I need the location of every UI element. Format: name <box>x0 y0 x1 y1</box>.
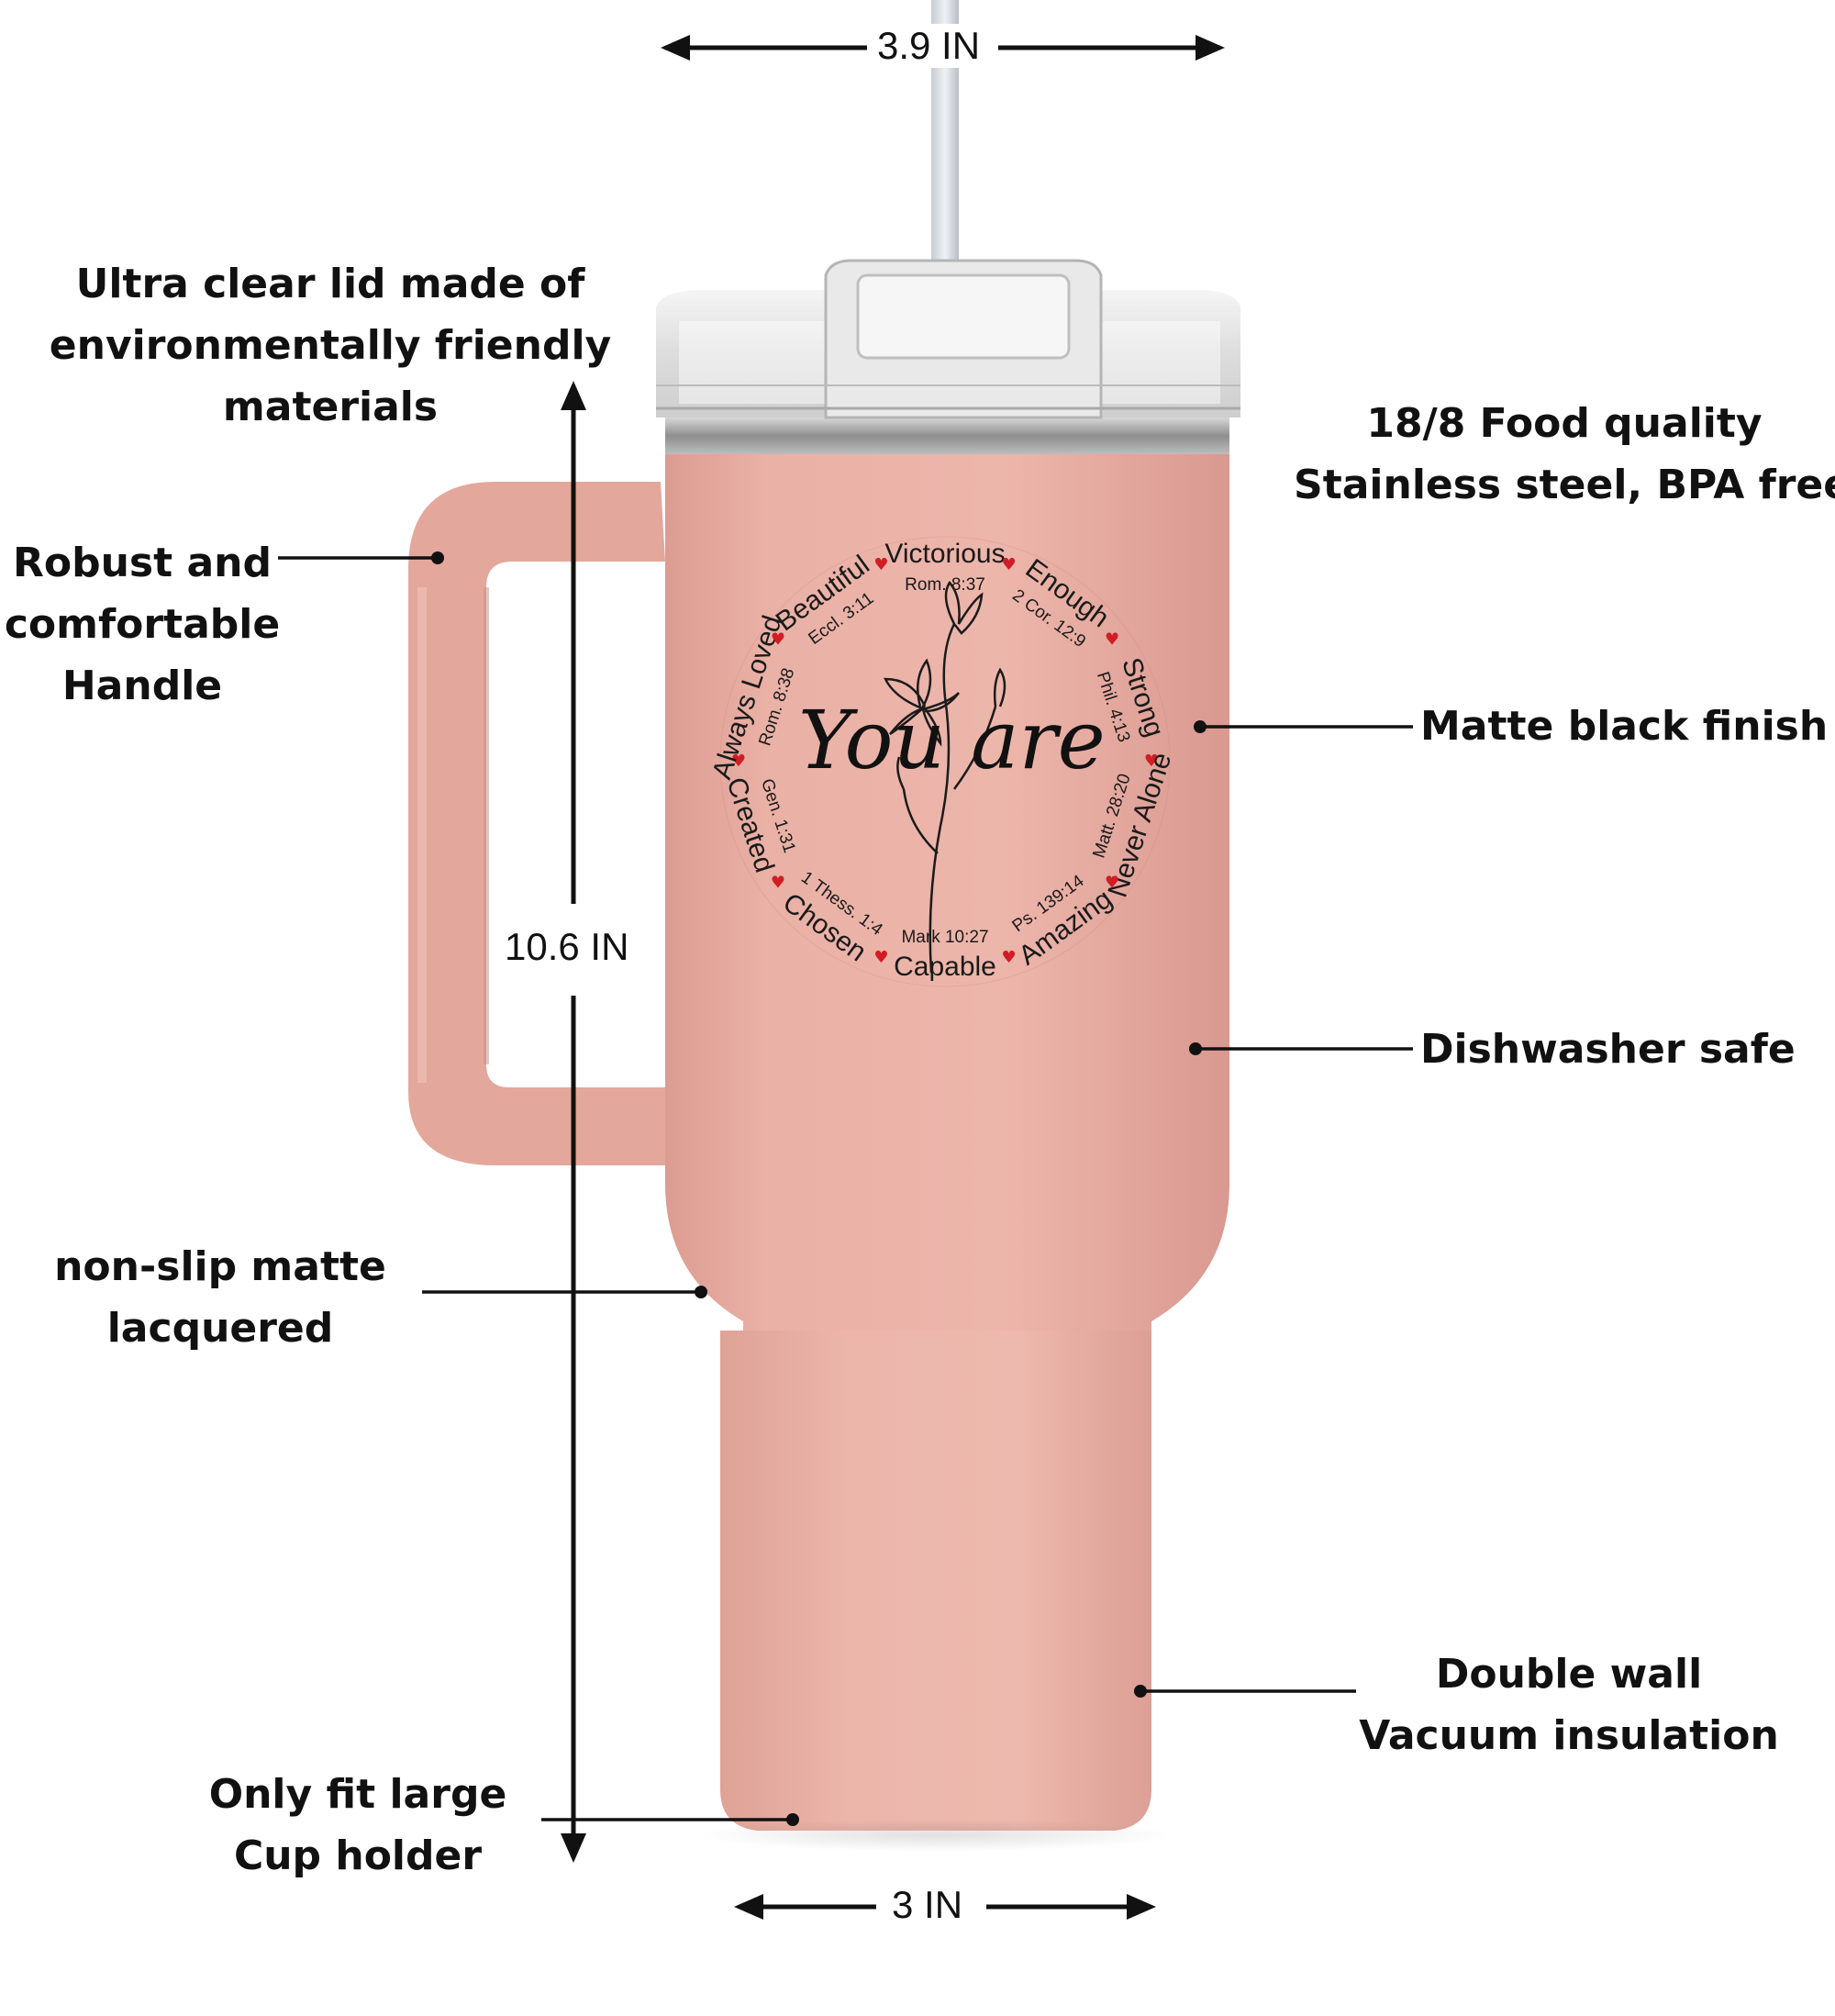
tumbler-body <box>665 440 1229 1340</box>
heart-icon: ♥ <box>873 555 888 574</box>
callout-lid: Ultra clear lid made of environmentally … <box>49 261 612 430</box>
heart-icon: ♥ <box>873 948 888 967</box>
callout-insulation: Double wall Vacuum insulation <box>1359 1651 1779 1759</box>
top-width-label: 3.9 IN <box>868 24 990 68</box>
flower-illustration <box>883 580 1006 974</box>
you-are-design <box>719 536 1171 987</box>
ring-word: Victorious <box>884 539 1005 569</box>
bottom-width-label: 3 IN <box>883 1883 973 1927</box>
heart-icon: ♥ <box>1144 752 1159 771</box>
callout-finish: Matte black finish <box>1420 703 1829 750</box>
height-label: 10.6 IN <box>495 925 639 969</box>
heart-icon: ♥ <box>1105 873 1119 892</box>
heart-icon: ♥ <box>731 752 746 771</box>
tumbler-base <box>720 1331 1151 1831</box>
dimension-arrows <box>561 35 1225 1920</box>
callout-dishwasher: Dishwasher safe <box>1420 1026 1796 1073</box>
clear-lid <box>656 259 1240 419</box>
callout-steel: 18/8 Food quality Stainless steel, BPA f… <box>1294 400 1835 508</box>
heart-icon: ♥ <box>771 873 785 892</box>
you-are-script: You are <box>798 693 1106 787</box>
ring-reference: Mark 10:27 <box>901 928 988 947</box>
handle <box>408 482 665 1165</box>
steel-rim <box>665 418 1229 454</box>
ring-reference: Rom. 8:37 <box>905 575 985 595</box>
ring-word: Capable <box>894 952 996 982</box>
callout-handle: Robust and comfortable Handle <box>4 540 281 709</box>
heart-icon: ♥ <box>1105 630 1119 650</box>
heart-icon: ♥ <box>1001 948 1016 967</box>
callout-nonslip: non-slip matte lacquered <box>54 1243 386 1352</box>
heart-icon: ♥ <box>771 630 785 650</box>
callout-cupholder: Only fit large Cup holder <box>208 1771 507 1879</box>
callout-leader-lines <box>278 551 1413 1826</box>
heart-icon: ♥ <box>1001 555 1016 574</box>
